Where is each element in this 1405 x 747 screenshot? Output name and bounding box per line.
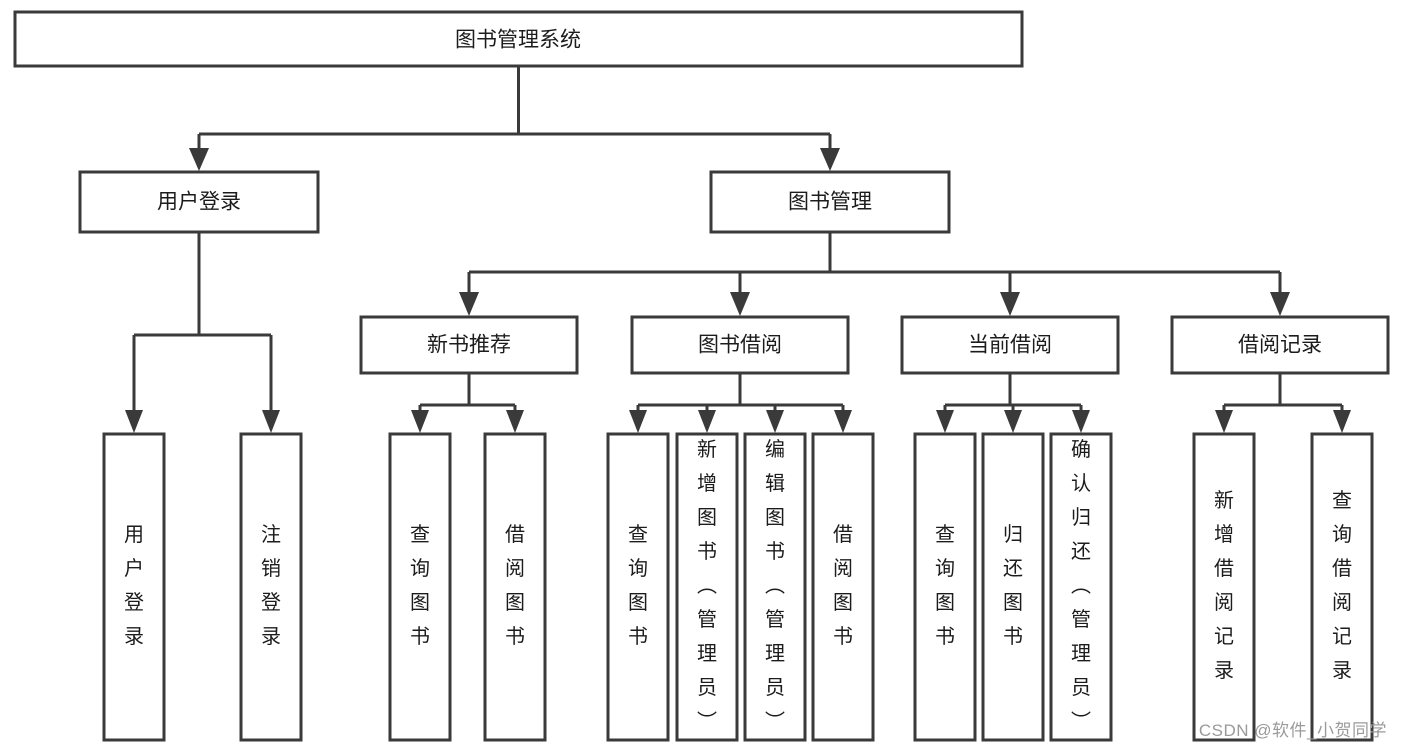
leaf-node-box[interactable] — [981, 432, 1045, 742]
leaf-node-box[interactable] — [483, 432, 547, 742]
node-root-system-box[interactable] — [13, 10, 1024, 68]
arrowhead-leaf-edit-book — [766, 410, 784, 433]
node-layer: 图书管理系统 用户登录 图书管理 新书推荐 图书借阅 当前 — [13, 10, 1390, 742]
arrowhead-leaf-add-record — [1215, 410, 1233, 433]
arrowhead-leaf-borrow-book-2 — [834, 410, 852, 433]
node-current-borrow-label: 当前借阅 — [968, 334, 1052, 357]
leaf-node-label: 确认归还︵管理员︶ — [1071, 438, 1091, 733]
node-book-borrow-box[interactable] — [630, 315, 850, 375]
arrowhead-leaf-add-book — [698, 410, 716, 433]
leaf-node[interactable]: 新增借阅记录 — [1192, 432, 1256, 742]
leaf-node-label: 注销登录 — [261, 523, 281, 648]
leaf-node-label: 查询图书 — [935, 523, 955, 648]
leaf-node[interactable]: 查询图书 — [388, 432, 452, 742]
arrowhead-leaf-confirm-return — [1072, 410, 1090, 433]
leaf-node-box[interactable] — [239, 432, 303, 742]
arrowhead-new-book-rec — [459, 292, 479, 316]
leaf-node-label: 查询借阅记录 — [1332, 489, 1352, 682]
leaf-node[interactable]: 查询图书 — [913, 432, 977, 742]
leaf-node-label: 归还图书 — [1003, 523, 1023, 648]
node-book-management[interactable]: 图书管理 — [709, 170, 951, 234]
node-current-borrow[interactable]: 当前借阅 — [900, 315, 1120, 375]
arrowhead-leaf-query-book-2 — [629, 410, 647, 433]
leaf-node-label: 新增图书︵管理员︶ — [697, 438, 717, 733]
leaf-node-label: 查询图书 — [628, 523, 648, 648]
leaf-node[interactable]: 编辑图书︵管理员︶ — [743, 432, 807, 742]
node-new-book-recommendation-box[interactable] — [359, 315, 579, 375]
leaf-node[interactable]: 新增图书︵管理员︶ — [675, 432, 739, 742]
leaf-node[interactable]: 借阅图书 — [483, 432, 547, 742]
node-borrow-record[interactable]: 借阅记录 — [1170, 315, 1390, 375]
node-book-management-box[interactable] — [709, 170, 951, 234]
leaf-node-box[interactable] — [743, 432, 807, 742]
leaf-node[interactable]: 确认归还︵管理员︶ — [1049, 432, 1113, 742]
arrowhead-leaf-return-book — [1004, 410, 1022, 433]
leaf-node[interactable]: 归还图书 — [981, 432, 1045, 742]
leaf-node-label: 编辑图书︵管理员︶ — [765, 438, 785, 733]
node-user-login-box[interactable] — [78, 170, 320, 234]
arrowhead-user-login — [189, 148, 209, 171]
arrowhead-leaf-query-record — [1333, 410, 1351, 433]
leaf-node-layer: 用户登录 注销登录 查询图书 借阅图书 查询图书 新增图书︵管理员︶ 编辑图书︵管理员︶ 借阅… — [102, 432, 1374, 742]
node-new-book-recommendation-label: 新书推荐 — [427, 334, 511, 357]
leaf-node-box[interactable] — [1049, 432, 1113, 742]
arrowhead-borrow-record — [1270, 292, 1290, 316]
arrowhead-leaf-query-book-1 — [411, 410, 429, 433]
node-new-book-recommendation[interactable]: 新书推荐 — [359, 315, 579, 375]
arrowhead-leaf-user-login — [125, 410, 143, 433]
leaf-node-label: 借阅图书 — [833, 523, 853, 648]
arrowhead-current-borrow — [1000, 292, 1020, 316]
leaf-node[interactable]: 借阅图书 — [811, 432, 875, 742]
arrowhead-leaf-borrow-book-1 — [506, 410, 524, 433]
leaf-node-label: 新增借阅记录 — [1214, 489, 1234, 682]
leaf-node-label: 借阅图书 — [505, 523, 525, 648]
leaf-node[interactable]: 查询图书 — [606, 432, 670, 742]
connector-layer — [125, 66, 1351, 433]
node-book-management-label: 图书管理 — [788, 191, 872, 214]
node-user-login-label: 用户登录 — [157, 191, 241, 214]
node-borrow-record-label: 借阅记录 — [1238, 334, 1322, 357]
arrowhead-book-borrow — [730, 292, 750, 316]
leaf-node-box[interactable] — [811, 432, 875, 742]
arrowhead-book-mgmt — [820, 148, 840, 171]
node-root-system-label: 图书管理系统 — [455, 29, 581, 52]
node-book-borrow[interactable]: 图书借阅 — [630, 315, 850, 375]
arrowhead-leaf-query-book-3 — [936, 410, 954, 433]
leaf-node-label: 查询图书 — [410, 523, 430, 648]
leaf-node-label: 用户登录 — [124, 524, 144, 648]
leaf-node[interactable]: 查询借阅记录 — [1310, 432, 1374, 742]
node-root-system[interactable]: 图书管理系统 — [13, 10, 1024, 68]
leaf-node-box[interactable] — [675, 432, 739, 742]
node-borrow-record-box[interactable] — [1170, 315, 1390, 375]
node-book-borrow-label: 图书借阅 — [698, 334, 782, 357]
leaf-node-box[interactable] — [606, 432, 670, 742]
leaf-node-box[interactable] — [1310, 432, 1374, 742]
leaf-node[interactable]: 用户登录 — [102, 432, 166, 742]
node-current-borrow-box[interactable] — [900, 315, 1120, 375]
node-user-login[interactable]: 用户登录 — [78, 170, 320, 234]
leaf-node-box[interactable] — [102, 432, 166, 742]
leaf-node-box[interactable] — [388, 432, 452, 742]
leaf-node-box[interactable] — [913, 432, 977, 742]
leaf-node-box[interactable] — [1192, 432, 1256, 742]
arrowhead-leaf-logout — [262, 410, 280, 433]
leaf-node[interactable]: 注销登录 — [239, 432, 303, 742]
